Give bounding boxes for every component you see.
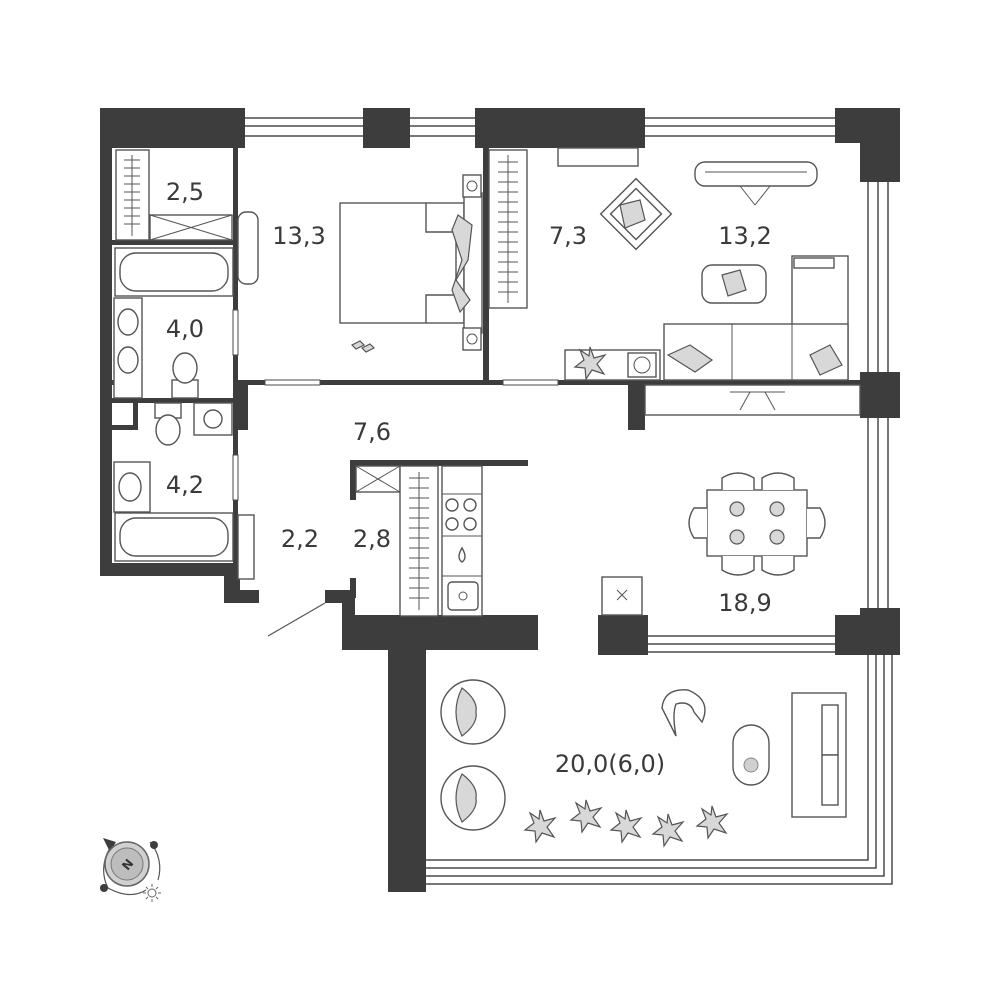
area-label-entry: 2,2 — [281, 525, 319, 553]
area-label-hall: 7,6 — [353, 418, 391, 446]
plant-icons — [523, 799, 729, 848]
area-labels: 2,5 13,3 4,0 4,2 7,6 2,2 2,8 7,3 13,2 18… — [166, 178, 772, 778]
area-label-kitchen-nook: 7,3 — [549, 222, 587, 250]
sun-icon — [143, 884, 161, 902]
north-arrow-icon — [103, 838, 116, 852]
closet-kitchen — [355, 465, 483, 617]
area-label-bathroom-2: 4,2 — [166, 471, 204, 499]
area-label-living: 13,2 — [718, 222, 771, 250]
area-label-closet: 2,8 — [353, 525, 391, 553]
compass: N — [100, 838, 161, 902]
door-openings — [232, 309, 559, 501]
wardrobe-2-5 — [115, 149, 233, 241]
plant-icon — [573, 346, 607, 381]
living-furniture — [564, 161, 849, 381]
area-label-bedroom: 13,3 — [272, 222, 325, 250]
dining-furniture — [601, 384, 861, 616]
bathroom-2-fixtures — [113, 402, 255, 580]
terrace-furniture — [440, 679, 847, 831]
wardrobe-7-3 — [488, 147, 639, 309]
windows — [245, 117, 893, 885]
entry-door — [267, 602, 326, 637]
bedroom-furniture — [237, 174, 483, 353]
area-label-wardrobe: 2,5 — [166, 178, 204, 206]
area-label-bathroom-1: 4,0 — [166, 315, 204, 343]
bathroom-1-fixtures — [113, 247, 234, 399]
area-label-dining: 18,9 — [718, 589, 771, 617]
area-label-terrace: 20,0(6,0) — [555, 750, 665, 778]
walls — [100, 108, 900, 892]
